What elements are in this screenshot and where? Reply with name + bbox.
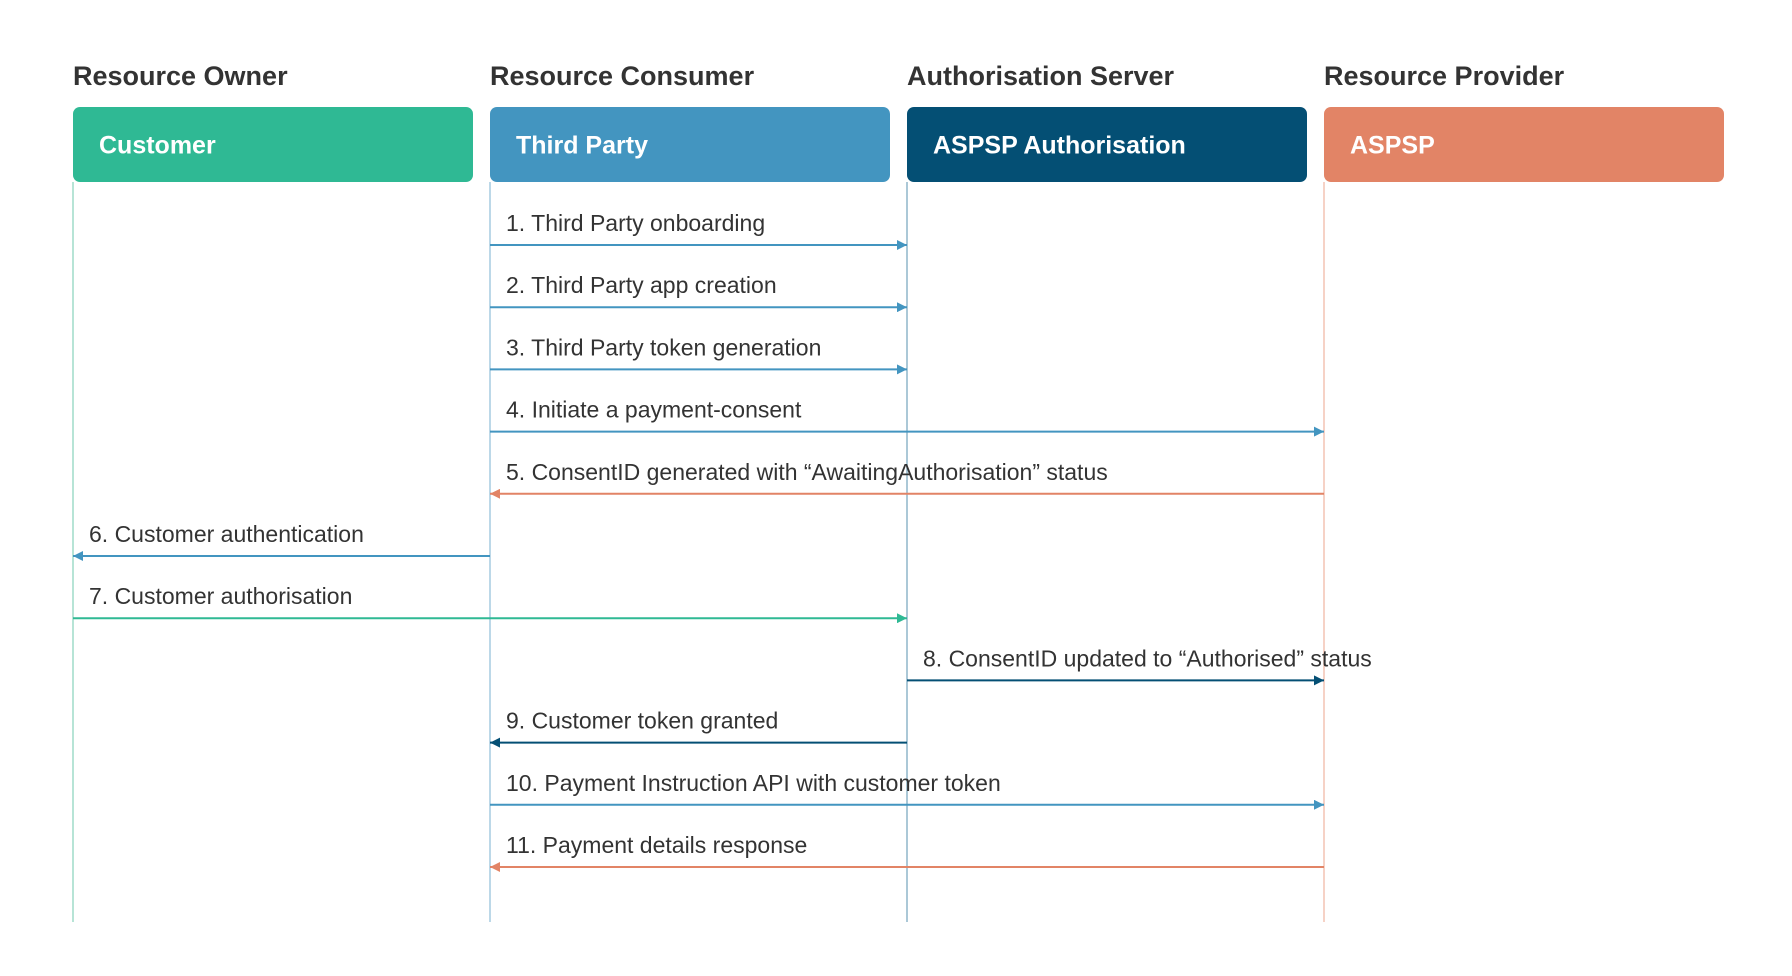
- message-label-6: 6. Customer authentication: [89, 521, 364, 547]
- message-label-3: 3. Third Party token generation: [506, 334, 821, 360]
- role-label-owner: Resource Owner: [73, 61, 288, 91]
- role-label-consumer: Resource Consumer: [490, 61, 755, 91]
- message-label-11: 11. Payment details response: [506, 832, 807, 858]
- participant-name-server: ASPSP Authorisation: [933, 132, 1186, 160]
- message-label-10: 10. Payment Instruction API with custome…: [506, 770, 1001, 796]
- participant-name-owner: Customer: [99, 132, 216, 160]
- message-label-5: 5. ConsentID generated with “AwaitingAut…: [506, 459, 1108, 485]
- message-label-2: 2. Third Party app creation: [506, 272, 777, 298]
- role-label-server: Authorisation Server: [907, 61, 1175, 91]
- role-label-provider: Resource Provider: [1324, 61, 1565, 91]
- participant-box-owner: [73, 107, 473, 182]
- message-label-1: 1. Third Party onboarding: [506, 210, 765, 236]
- messages: 1. Third Party onboarding 2. Third Party …: [73, 210, 1372, 872]
- message-label-7: 7. Customer authorisation: [89, 583, 352, 609]
- participant-name-provider: ASPSP: [1350, 132, 1435, 160]
- message-label-8: 8. ConsentID updated to “Authorised” sta…: [923, 645, 1372, 671]
- message-label-9: 9. Customer token granted: [506, 708, 778, 734]
- participant-box-server: [907, 107, 1307, 182]
- message-label-4: 4. Initiate a payment-consent: [506, 397, 802, 423]
- participant-name-consumer: Third Party: [516, 132, 648, 160]
- participant-box-provider: [1324, 107, 1724, 182]
- participant-box-consumer: [490, 107, 890, 182]
